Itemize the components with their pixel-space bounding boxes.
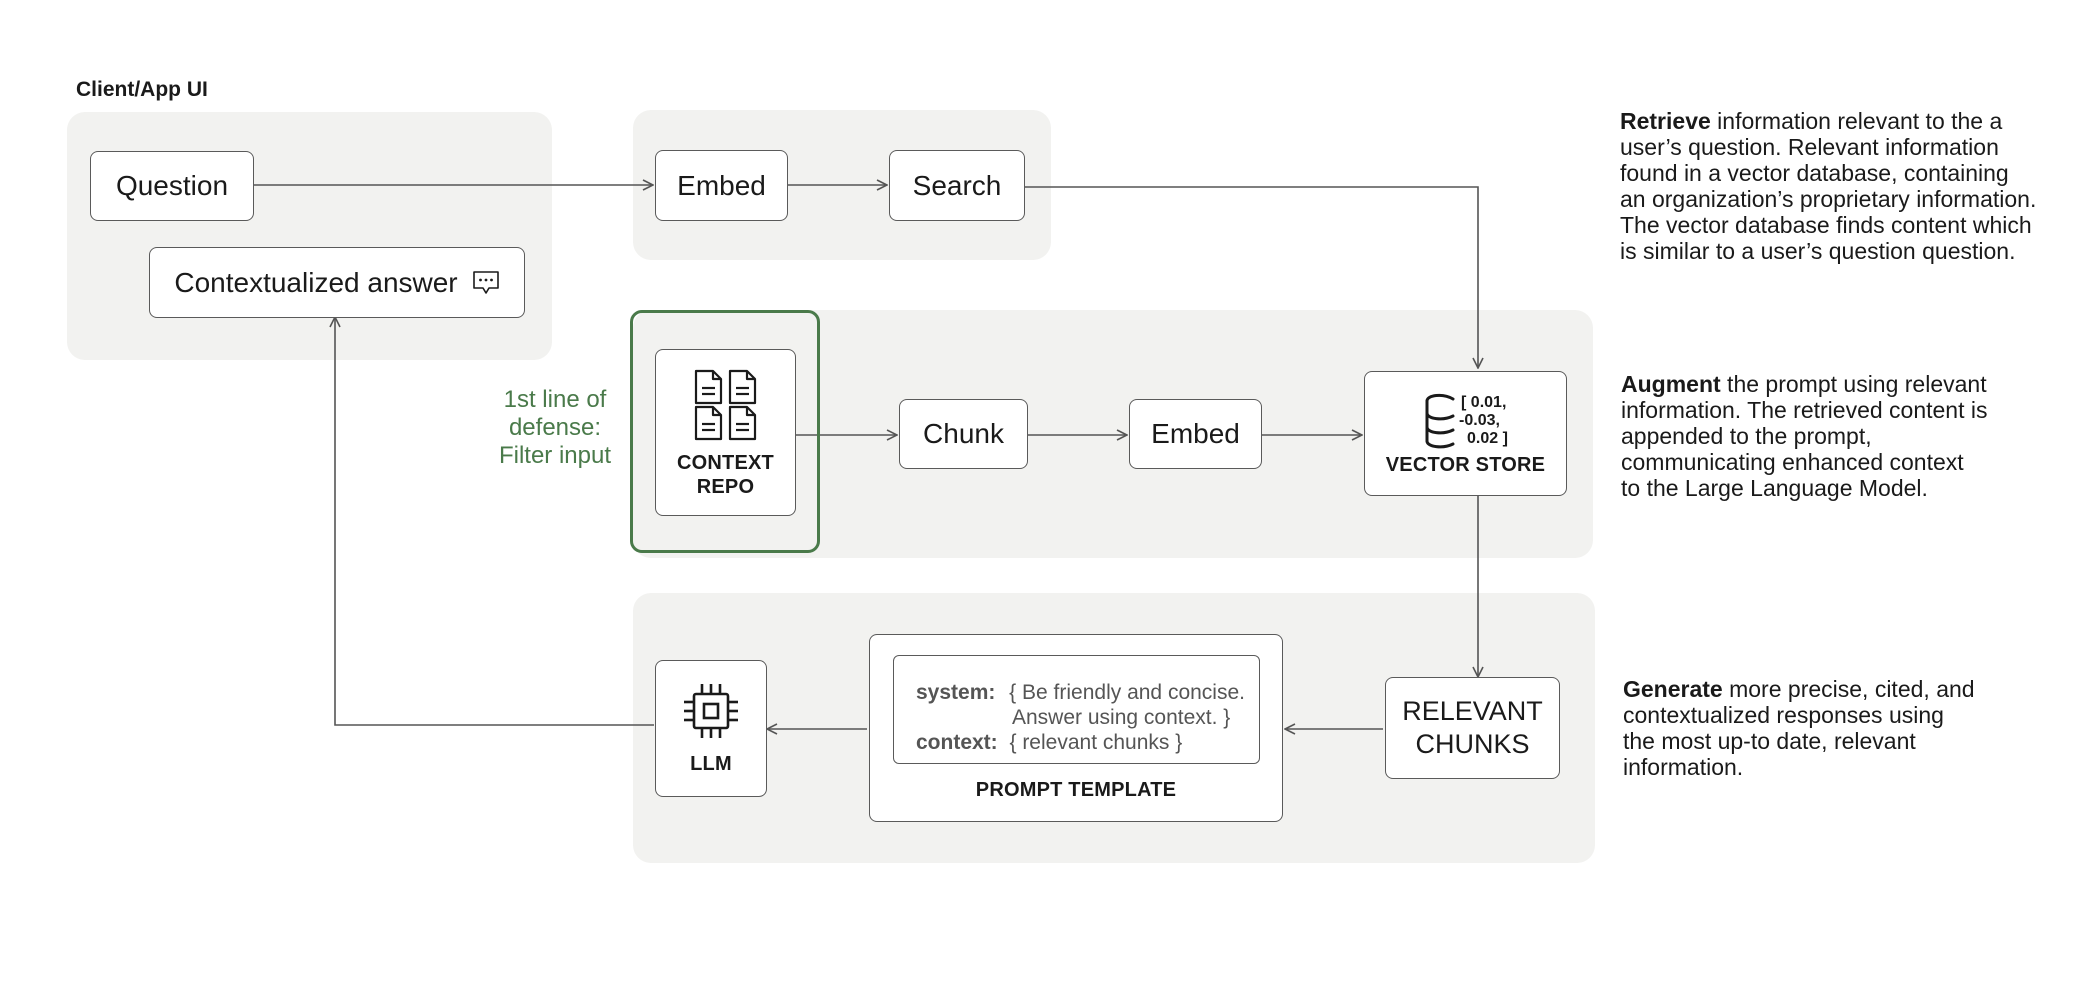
relevant-chunks-node: RELEVANT CHUNKS xyxy=(1385,677,1560,779)
generate-line-2: the most up-to date, relevant xyxy=(1623,728,1916,754)
system-value-line-2: Answer using context. } xyxy=(1012,706,1231,729)
relevant-chunks-line-2: CHUNKS xyxy=(1415,729,1530,759)
arrow-llm-answer xyxy=(335,317,654,726)
retrieve-line-2: found in a vector database, containing xyxy=(1620,160,2009,186)
generate-keyword: Generate xyxy=(1623,676,1723,702)
retrieve-text-first: information relevant to the a xyxy=(1710,108,2003,134)
retrieve-line-4: The vector database finds content which xyxy=(1620,212,2032,238)
vector-store-label: VECTOR STORE xyxy=(1385,453,1546,476)
question-node: Question xyxy=(90,151,254,221)
context-repo-line-1: CONTEXT xyxy=(677,451,774,474)
augment-keyword: Augment xyxy=(1621,371,1721,397)
prompt-template-node: system: { Be friendly and concise. Answe… xyxy=(869,634,1283,822)
context-repo-line-2: REPO xyxy=(696,475,755,498)
vector-store-graphic: [ 0.01, -0.03, 0.02 ] xyxy=(1423,393,1508,449)
client-app-label: Client/App UI xyxy=(76,78,208,101)
defense-highlight xyxy=(630,310,820,553)
arrow-search-vectorstore xyxy=(1025,186,1478,368)
generate-line-1: contextualized responses using xyxy=(1623,702,1944,728)
vector-values: [ 0.01, -0.03, 0.02 ] xyxy=(1459,394,1508,448)
retrieve-line-3: an organization’s proprietary informatio… xyxy=(1620,186,2037,212)
augment-line-3: communicating enhanced context xyxy=(1621,449,1964,475)
context-key: context: xyxy=(916,731,998,754)
augment-text-first: the prompt using relevant xyxy=(1720,371,1987,397)
contextualized-answer-label: Contextualized answer xyxy=(174,266,458,298)
documents-icon xyxy=(694,369,756,440)
vector-value-2: -0.03, xyxy=(1459,411,1500,429)
vector-value-1: [ 0.01, xyxy=(1461,393,1507,411)
llm-node: LLM xyxy=(655,660,767,797)
generate-description: Generate more precise, cited, and contex… xyxy=(1623,676,2063,780)
embed-mid-node: Embed xyxy=(1129,399,1262,469)
defense-label: 1st line of defense: Filter input xyxy=(480,386,630,470)
database-icon xyxy=(1425,393,1455,448)
embed-mid-label: Embed xyxy=(1151,418,1240,449)
system-key: system: xyxy=(916,681,996,704)
retrieve-line-5: is similar to a user’s question question… xyxy=(1620,238,2016,264)
embed-top-label: Embed xyxy=(677,169,766,201)
embed-top-node: Embed xyxy=(655,150,788,221)
defense-label-line-1: 1st line of xyxy=(503,386,607,413)
retrieve-line-1: user’s question. Relevant information xyxy=(1620,134,1999,160)
defense-label-line-2: defense: xyxy=(508,414,602,441)
question-label: Question xyxy=(115,170,229,201)
system-value-line-1: { Be friendly and concise. xyxy=(1009,681,1245,704)
retrieve-keyword: Retrieve xyxy=(1620,108,1711,134)
chunk-label: Chunk xyxy=(923,418,1004,449)
context-value: { relevant chunks } xyxy=(1009,731,1183,754)
search-label: Search xyxy=(912,169,1002,201)
chip-icon xyxy=(684,683,738,738)
vector-value-3: 0.02 ] xyxy=(1467,429,1508,447)
generate-text-first: more precise, cited, and xyxy=(1722,676,1975,702)
contextualized-answer-node: Contextualized answer xyxy=(149,247,525,318)
defense-label-line-3: Filter input xyxy=(498,442,612,469)
search-node: Search xyxy=(889,150,1025,221)
generate-line-3: information. xyxy=(1623,754,1744,780)
augment-line-1: information. The retrieved content is xyxy=(1621,397,1988,423)
prompt-template-inner: system: { Be friendly and concise. Answe… xyxy=(893,655,1260,764)
chat-bubble-icon xyxy=(472,270,499,294)
llm-label: LLM xyxy=(690,752,732,775)
vector-store-node: [ 0.01, -0.03, 0.02 ] VECTOR STORE xyxy=(1364,371,1567,496)
augment-line-4: to the Large Language Model. xyxy=(1621,475,1928,501)
chunk-node: Chunk xyxy=(899,399,1028,469)
augment-line-2: appended to the prompt, xyxy=(1621,423,1872,449)
retrieve-description: Retrieve information relevant to the a u… xyxy=(1620,108,2060,264)
relevant-chunks-line-1: RELEVANT xyxy=(1402,696,1543,726)
prompt-template-label: PROMPT TEMPLATE xyxy=(975,779,1177,801)
context-repo-node: CONTEXT REPO xyxy=(655,349,796,516)
augment-description: Augment the prompt using relevant inform… xyxy=(1621,371,2061,501)
